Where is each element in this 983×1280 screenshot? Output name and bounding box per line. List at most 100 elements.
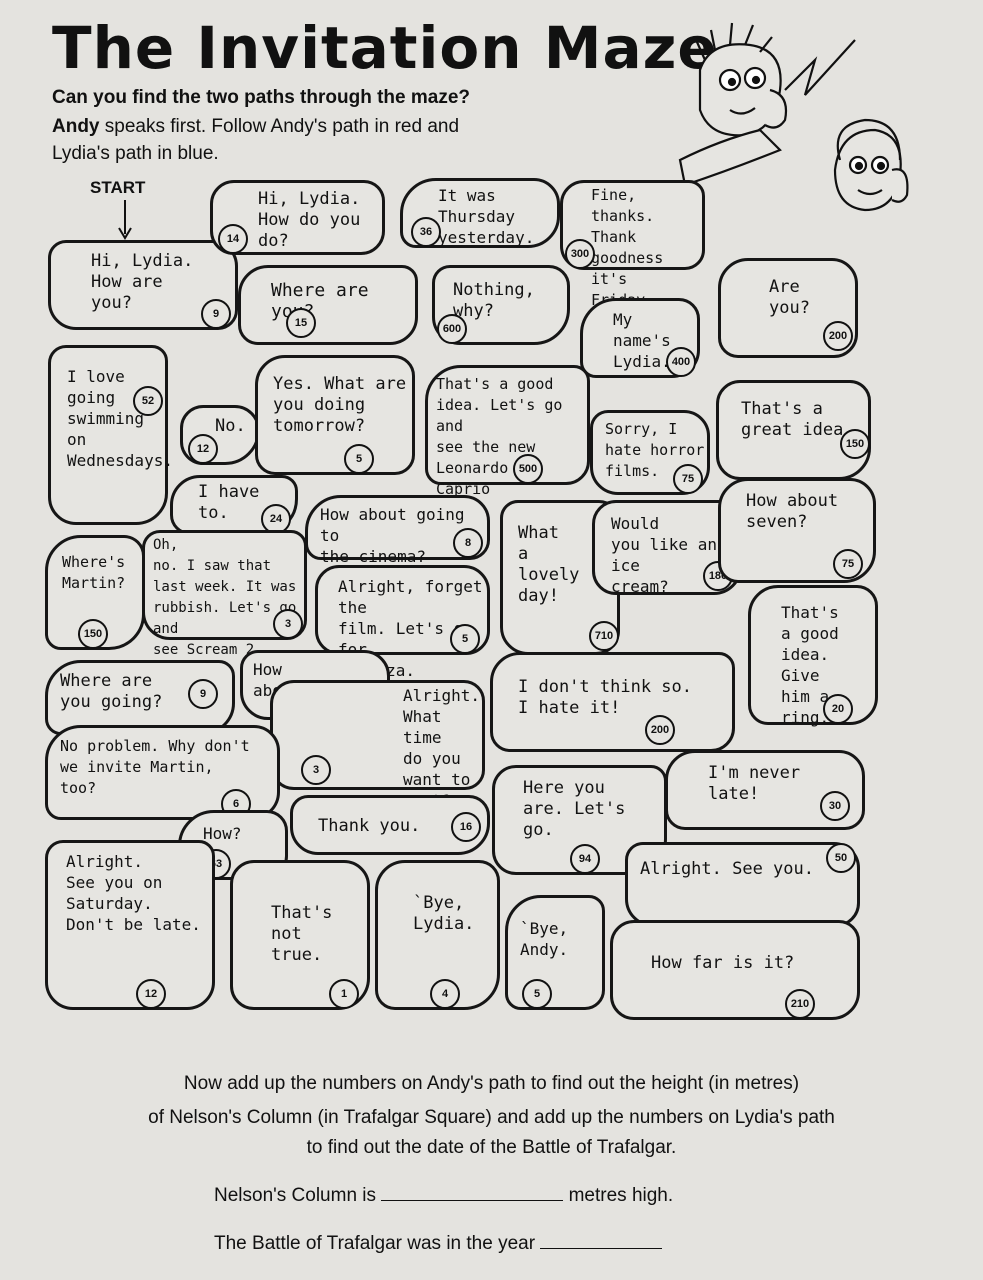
- nelson-answer-blank[interactable]: [381, 1182, 564, 1201]
- maze-cell: Thank you. 16: [290, 795, 490, 855]
- maze-cell: Are you? 200: [718, 258, 858, 358]
- maze-cell-text: I have to.: [198, 482, 260, 523]
- maze-cell: How far is it?210: [610, 920, 860, 1020]
- maze-cell-number: 500: [513, 454, 543, 484]
- maze-cell: Alright, forget the film. Let's go for a…: [315, 565, 490, 680]
- maze-instructions: Andy speaks first. Follow Andy's path in…: [52, 113, 572, 167]
- maze-cell: Alright. What time do you want to meet? 3: [270, 680, 485, 810]
- start-arrow-icon: [118, 200, 132, 240]
- maze-cell-text: Are you?: [769, 277, 810, 318]
- maze-question: Can you find the two paths through the m…: [52, 87, 470, 108]
- maze-cell-text: Oh, no. I saw that last week. It was rub…: [153, 537, 297, 658]
- maze-cell-text: My name's Lydia.: [613, 310, 671, 371]
- maze-cell: No.12: [180, 405, 260, 465]
- maze-cell-number: 600: [437, 314, 467, 344]
- maze-cell-text: That's a good idea. Give him a ring.: [781, 603, 839, 727]
- maze-cell-text: I love going swimming on Wednesdays.: [67, 367, 173, 470]
- maze-cell: That's a good idea. Let's go and see the…: [425, 365, 590, 519]
- maze-cell-number: 3: [301, 755, 331, 785]
- nelson-answer-row: Nelson's Column is metres high.: [214, 1182, 673, 1207]
- maze-cell-number: 4: [430, 979, 460, 1009]
- maze-cell: Where are you going?9: [45, 660, 235, 735]
- maze-cell-text: Hi, Lydia. How do you do?: [258, 189, 361, 251]
- maze-cell: No problem. Why don't we invite Martin, …: [45, 725, 280, 820]
- maze-cell-text: Alright. See you.: [640, 859, 814, 879]
- maze-cell-text: How about going to the cinema?: [320, 505, 465, 566]
- maze-cell-number: 300: [565, 239, 595, 269]
- maze-cell: Alright. See you on Saturday. Don't be l…: [45, 840, 215, 1010]
- instr-rest-2: path in blue.: [109, 143, 219, 164]
- maze-cell-number: 1: [329, 979, 359, 1009]
- maze-cell-number: 15: [286, 308, 316, 338]
- maze-cell-text: Alright. See you on Saturday. Don't be l…: [66, 852, 201, 934]
- maze-cell-text: That's a great idea.: [741, 399, 854, 440]
- maze-cell-text: Where's Martin?: [62, 553, 126, 592]
- maze-cell-number: 20: [823, 694, 853, 724]
- maze-cell-text: No problem. Why don't we invite Martin, …: [60, 737, 250, 797]
- maze-cell-number: 12: [136, 979, 166, 1009]
- maze-cell-number: 5: [522, 979, 552, 1009]
- maze-cell: Where are you?15: [238, 265, 418, 345]
- maze-cell: I'm never late!30: [665, 750, 865, 830]
- maze-cell: Oh, no. I saw that last week. It was rub…: [142, 530, 307, 658]
- maze-cell-text: How?: [203, 824, 242, 843]
- maze-cell-number: 5: [450, 624, 480, 654]
- maze-cell-text: It was Thursday yesterday.: [438, 186, 535, 247]
- battle-answer-blank[interactable]: [540, 1230, 663, 1249]
- footer-line-2: of Nelson's Column (in Trafalgar Square)…: [148, 1107, 835, 1128]
- maze-cell-text: Alright. What time do you want to meet?: [403, 686, 481, 810]
- maze-cell-text: Yes. What are you doing tomorrow?: [273, 374, 407, 436]
- maze-cell-number: 52: [133, 386, 163, 416]
- maze-cell-number: 16: [451, 812, 481, 842]
- maze-cell: Fine, thanks. Thank goodness it's Friday…: [560, 180, 705, 309]
- battle-text: The Battle of Trafalgar was in the year: [214, 1233, 536, 1254]
- maze-cell-text: I don't think so. I hate it!: [518, 677, 692, 718]
- instr-andy: Andy: [52, 116, 100, 137]
- maze-cell-number: 400: [666, 347, 696, 377]
- nelson-prefix: Nelson's Column is: [214, 1185, 377, 1206]
- nelson-suffix: metres high.: [568, 1185, 674, 1206]
- instr-lydia: Lydia's: [52, 143, 110, 164]
- maze-cell-text: Thank you.: [318, 816, 421, 836]
- phone-cartoon-illustration: [678, 22, 909, 212]
- maze-cell-text: Nothing, why?: [453, 280, 535, 321]
- maze-cell-number: 9: [188, 679, 218, 709]
- maze-cell-number: 150: [840, 429, 870, 459]
- maze-cell-text: How about seven?: [746, 491, 839, 532]
- maze-cell: Where's Martin? 150: [45, 535, 145, 650]
- maze-cell-text: Here you are. Let's go.: [523, 778, 626, 840]
- maze-cell: That's not true. 1: [230, 860, 370, 1010]
- footer-line-1: Now add up the numbers on Andy's path to…: [183, 1073, 800, 1094]
- maze-cell-text: What a lovely day!: [518, 523, 580, 606]
- maze-cell: Hi, Lydia. How do you do?14: [210, 180, 385, 255]
- maze-cell-number: 150: [78, 619, 108, 649]
- footer-line-3: to find out the date of the Battle of Tr…: [306, 1137, 677, 1158]
- maze-cell-text: That's not true.: [271, 903, 333, 965]
- maze-cell-number: 75: [833, 549, 863, 579]
- maze-cell: Yes. What are you doing tomorrow?5: [255, 355, 415, 475]
- page-title: The Invitation Maze: [52, 14, 718, 82]
- maze-cell: That's a great idea.150: [716, 380, 871, 480]
- maze-cell-text: `Bye, Lydia.: [413, 893, 475, 934]
- maze-cell-text: Would you like an ice cream?: [611, 514, 717, 596]
- maze-cell-text: Sorry, I hate horror films.: [605, 420, 705, 480]
- maze-cell: Sorry, I hate horror films.75: [590, 410, 710, 495]
- battle-answer-row: The Battle of Trafalgar was in the year: [214, 1230, 663, 1255]
- maze-cell: I have to.24: [170, 475, 298, 535]
- maze-cell-number: 210: [785, 989, 815, 1019]
- maze-cell-text: Fine, thanks. Thank goodness it's Friday…: [591, 186, 664, 309]
- maze-cell-text: Hi, Lydia. How are you?: [91, 251, 194, 313]
- maze-cell: `Bye, Lydia. 4: [375, 860, 500, 1010]
- maze-cell-text: No.: [215, 416, 246, 436]
- maze-cell-number: 200: [823, 321, 853, 351]
- maze-cell: I don't think so. I hate it!200: [490, 652, 735, 752]
- maze-cell: It was Thursday yesterday.36: [400, 178, 560, 248]
- maze-cell-number: 50: [826, 843, 856, 873]
- maze-cell-number: 36: [411, 217, 441, 247]
- maze-cell-number: 9: [201, 299, 231, 329]
- maze-cell-number: 3: [273, 609, 303, 639]
- maze-cell-text: `Bye, Andy.: [520, 919, 569, 959]
- maze-cell-number: 200: [645, 715, 675, 745]
- maze-cell-number: 30: [820, 791, 850, 821]
